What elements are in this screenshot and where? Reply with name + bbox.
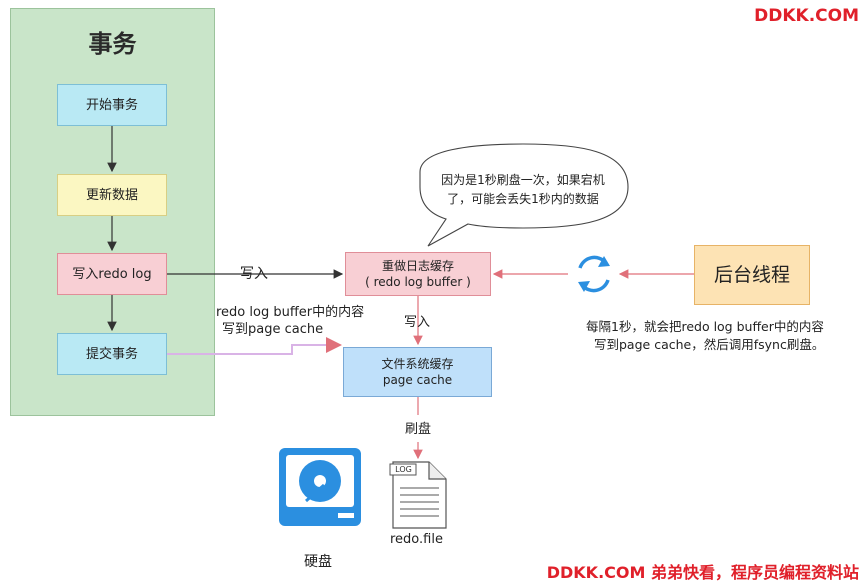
step-write-redo-log: 写入redo log (57, 253, 167, 295)
label-write-in-buffer: 写入 (240, 266, 268, 282)
page-cache-node: 文件系统缓存 page cache (343, 347, 492, 397)
line-commit-to-pagecache (167, 344, 340, 355)
watermark-bottom: DDKK.COM 弟弟快看，程序员编程资料站 (546, 563, 859, 582)
speech-bubble-line1: 因为是1秒刷盘一次，如果宕机 (441, 173, 605, 187)
file-label: redo.file (390, 532, 443, 547)
disk-label: 硬盘 (304, 554, 332, 570)
file-log-tag: LOG (395, 465, 412, 474)
sync-cycle-icon (578, 255, 610, 293)
background-note: 每隔1秒，就会把redo log buffer中的内容 写到page cache… (586, 318, 862, 354)
page-cache-title: 文件系统缓存 (381, 357, 454, 371)
watermark-top: DDKK.COM (754, 6, 859, 26)
hard-disk-icon (279, 448, 361, 526)
label-commit-note-line2: 写到page cache (222, 322, 324, 337)
background-note-line2: 写到page cache，然后调用fsync刷盘。 (594, 337, 825, 352)
label-commit-note-line1: redo log buffer中的内容 (216, 305, 365, 320)
speech-bubble-line2: 了，可能会丢失1秒内的数据 (447, 192, 599, 206)
speech-bubble-text: 因为是1秒刷盘一次，如果宕机 了，可能会丢失1秒内的数据 (428, 171, 618, 209)
speech-bubble (419, 143, 629, 247)
label-write-in-pagecache: 写入 (404, 315, 431, 330)
redo-log-buffer-subtitle: ( redo log buffer ) (365, 275, 471, 289)
step-update-data: 更新数据 (57, 174, 167, 216)
background-thread-node: 后台线程 (694, 245, 810, 305)
step-write-redo-log-label: 写入redo log (72, 266, 152, 282)
step-start-transaction-label: 开始事务 (85, 97, 138, 113)
step-update-data-label: 更新数据 (85, 187, 138, 203)
step-commit-transaction: 提交事务 (57, 333, 167, 375)
log-file-icon (389, 461, 447, 529)
redo-log-buffer-title: 重做日志缓存 (381, 259, 454, 273)
redo-log-buffer-node: 重做日志缓存 ( redo log buffer ) (345, 252, 491, 296)
label-flush: 刷盘 (405, 422, 432, 437)
page-cache-subtitle: page cache (382, 373, 453, 387)
step-start-transaction: 开始事务 (57, 84, 167, 126)
background-note-line1: 每隔1秒，就会把redo log buffer中的内容 (586, 319, 824, 334)
transaction-panel-title: 事务 (88, 30, 137, 58)
step-commit-transaction-label: 提交事务 (85, 346, 138, 362)
background-thread-label: 后台线程 (713, 263, 790, 286)
